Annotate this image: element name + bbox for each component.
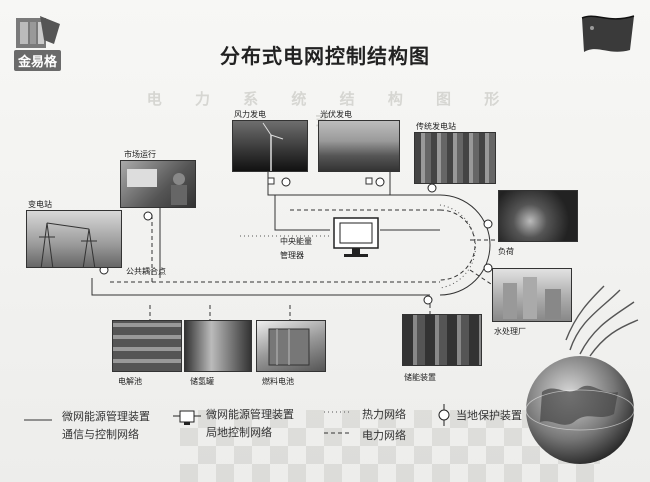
market-image	[120, 160, 196, 208]
legend-symbols	[24, 404, 450, 434]
substation-image	[26, 210, 122, 268]
substation-label: 变电站	[28, 200, 52, 209]
legend-device-icon	[173, 410, 201, 425]
water-plant-label: 水处理厂	[494, 327, 526, 336]
central-manager-label-1: 中央能量	[280, 237, 312, 246]
protection-device-icon	[281, 177, 291, 187]
logo-text: 金易格	[14, 50, 62, 71]
page-title: 分布式电网控制结构图	[220, 44, 430, 68]
traditional-plant-image	[414, 132, 496, 184]
legend-local-line2: 局地控制网络	[206, 426, 272, 439]
storage-label: 储能装置	[404, 373, 436, 382]
hydrogen-tank-label: 储氢罐	[190, 377, 214, 386]
protection-device-icon	[143, 211, 153, 221]
swirl-decoration-icon	[565, 285, 639, 357]
protection-device-icon	[427, 183, 437, 193]
legend-comm-line1: 微网能源管理装置	[62, 410, 150, 423]
legend-local-line1: 微网能源管理装置	[206, 408, 294, 421]
water-plant-image	[492, 268, 572, 322]
traditional-plant-label: 传统发电站	[416, 122, 456, 131]
electrolysis-image	[112, 320, 182, 372]
load-label: 负荷	[498, 247, 514, 256]
fuel-cell-label: 燃料电池	[262, 377, 294, 386]
legend-thermal: 热力网络	[362, 408, 406, 421]
pcc-label: 公共耦合点	[126, 267, 166, 276]
legend-power: 电力网络	[362, 429, 406, 442]
pv-power-label: 光伏发电	[320, 110, 352, 119]
fuel-cell-image	[256, 320, 326, 372]
pv-power-image	[318, 120, 400, 172]
protection-device-icon	[483, 263, 493, 273]
protection-device-icon	[483, 219, 493, 229]
market-label: 市场运行	[124, 150, 156, 159]
protection-device-icon	[423, 295, 433, 305]
globe-icon	[525, 356, 635, 464]
monitor-icon	[333, 217, 379, 257]
wind-power-image	[232, 120, 308, 172]
wind-power-label: 风力发电	[234, 110, 266, 119]
flag-icon	[581, 15, 635, 52]
electrolysis-label: 电解池	[118, 377, 142, 386]
protection-device-icon	[375, 177, 385, 187]
storage-image	[402, 314, 482, 366]
legend-comm-line2: 通信与控制网络	[62, 428, 139, 441]
hydrogen-tank-image	[184, 320, 252, 372]
legend-protection: 当地保护装置	[456, 409, 522, 422]
load-image	[498, 190, 578, 242]
central-manager-label-2: 管理器	[280, 251, 304, 260]
company-logo-icon	[16, 16, 60, 48]
legend-protection-icon	[438, 404, 450, 426]
